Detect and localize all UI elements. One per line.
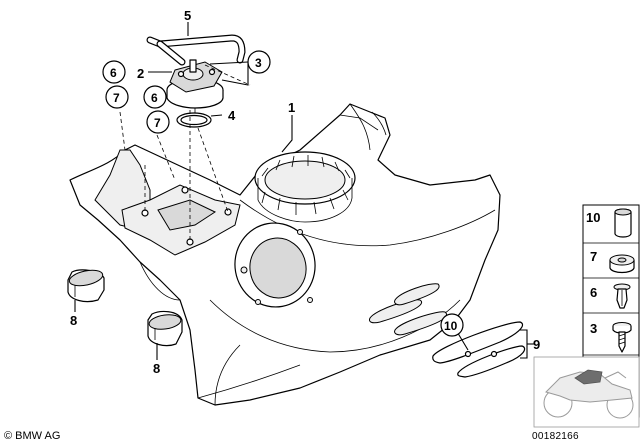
rubber-grommet-right[interactable] xyxy=(147,310,183,347)
filler-cap-ribs xyxy=(261,155,351,215)
svg-text:7: 7 xyxy=(154,116,161,130)
svg-text:10: 10 xyxy=(444,319,458,333)
svg-text:7: 7 xyxy=(113,91,120,105)
callout-5: 5 xyxy=(184,8,191,23)
svg-text:3: 3 xyxy=(255,56,262,70)
callout-8-right: 8 xyxy=(153,361,160,376)
circled-callout-10: 10 xyxy=(440,313,464,337)
svg-text:6: 6 xyxy=(151,91,158,105)
callout-9: 9 xyxy=(533,337,540,352)
copyright-text: © BMW AG xyxy=(4,430,61,442)
motorcycle-thumbnail-icon xyxy=(533,356,640,428)
rubber-washer-icon[interactable] xyxy=(609,254,635,274)
rubber-pads[interactable] xyxy=(432,321,526,378)
hardware-panel: 10 7 6 3 xyxy=(533,204,640,428)
o-ring[interactable] xyxy=(176,112,212,128)
panel-label-3: 3 xyxy=(590,321,597,336)
circled-callout-6-mid: 6 xyxy=(143,85,167,109)
circled-callout-7-mid: 7 xyxy=(146,110,170,134)
fuel-tank[interactable] xyxy=(69,103,501,406)
pump-flange[interactable] xyxy=(166,59,224,120)
rubber-grommet-left[interactable] xyxy=(67,268,105,303)
screw-icon[interactable] xyxy=(612,322,632,353)
pump-mount-flange xyxy=(121,184,241,256)
fuel-hose[interactable] xyxy=(146,34,246,66)
assembly-lines xyxy=(119,64,251,242)
callout-2: 2 xyxy=(137,66,144,81)
panel-label-7: 7 xyxy=(590,249,597,264)
leader-lines xyxy=(74,22,534,360)
svg-text:6: 6 xyxy=(110,66,117,80)
diagram-id-text: 00182166 xyxy=(532,431,579,442)
callout-8-left: 8 xyxy=(70,313,77,328)
callout-1: 1 xyxy=(288,100,295,115)
panel-label-6: 6 xyxy=(590,285,597,300)
spacer-sleeve-icon[interactable] xyxy=(614,208,632,238)
circled-callout-3: 3 xyxy=(247,50,271,74)
callout-4: 4 xyxy=(228,108,236,123)
circled-callout-7-left: 7 xyxy=(105,85,129,109)
circled-callout-6-left: 6 xyxy=(102,60,126,84)
panel-label-10: 10 xyxy=(586,210,600,225)
expanding-rivet-icon[interactable] xyxy=(613,283,631,309)
